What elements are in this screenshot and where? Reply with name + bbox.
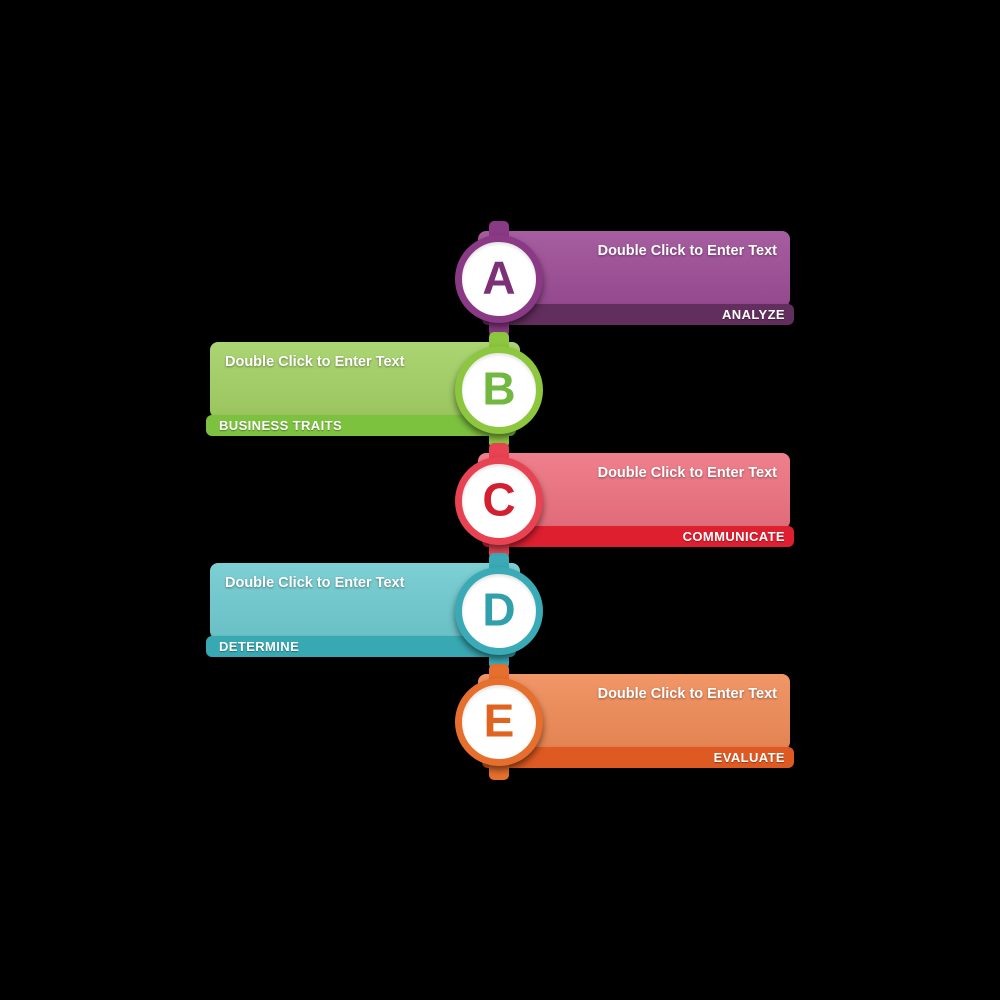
step-letter: C bbox=[482, 473, 516, 526]
step-circle-c[interactable]: C bbox=[455, 457, 543, 545]
step-label: BUSINESS TRAITS bbox=[219, 418, 343, 433]
step-letter: D bbox=[482, 583, 516, 636]
editable-text-placeholder[interactable]: Double Click to Enter Text bbox=[597, 465, 777, 481]
step-item-business-traits: Double Click to Enter Text BUSINESS TRAI… bbox=[0, 332, 1000, 448]
editable-text-placeholder[interactable]: Double Click to Enter Text bbox=[597, 243, 777, 259]
step-item-determine: Double Click to Enter Text DETERMINE D bbox=[0, 553, 1000, 669]
editable-text-placeholder[interactable]: Double Click to Enter Text bbox=[597, 686, 777, 702]
step-item-analyze: Double Click to Enter Text ANALYZE A bbox=[0, 221, 1000, 337]
step-label-strip[interactable]: COMMUNICATE bbox=[482, 526, 794, 547]
step-circle-d[interactable]: D bbox=[455, 567, 543, 655]
step-circle-b[interactable]: B bbox=[455, 346, 543, 434]
step-label-strip[interactable]: ANALYZE bbox=[482, 304, 794, 325]
step-label: ANALYZE bbox=[722, 307, 785, 322]
step-label-strip[interactable]: EVALUATE bbox=[482, 747, 794, 768]
step-label: DETERMINE bbox=[219, 639, 300, 654]
step-item-evaluate: Double Click to Enter Text EVALUATE E bbox=[0, 664, 1000, 780]
step-label-strip[interactable]: DETERMINE bbox=[206, 636, 516, 657]
step-item-communicate: Double Click to Enter Text COMMUNICATE C bbox=[0, 443, 1000, 559]
step-label: COMMUNICATE bbox=[682, 529, 785, 544]
step-letter: A bbox=[482, 251, 516, 304]
step-circle-a[interactable]: A bbox=[455, 235, 543, 323]
step-letter: E bbox=[483, 694, 515, 747]
editable-text-placeholder[interactable]: Double Click to Enter Text bbox=[225, 354, 405, 370]
step-label-strip[interactable]: BUSINESS TRAITS bbox=[206, 415, 516, 436]
step-letter: B bbox=[482, 362, 516, 415]
editable-text-placeholder[interactable]: Double Click to Enter Text bbox=[225, 575, 405, 591]
step-label: EVALUATE bbox=[713, 750, 785, 765]
step-circle-e[interactable]: E bbox=[455, 678, 543, 766]
